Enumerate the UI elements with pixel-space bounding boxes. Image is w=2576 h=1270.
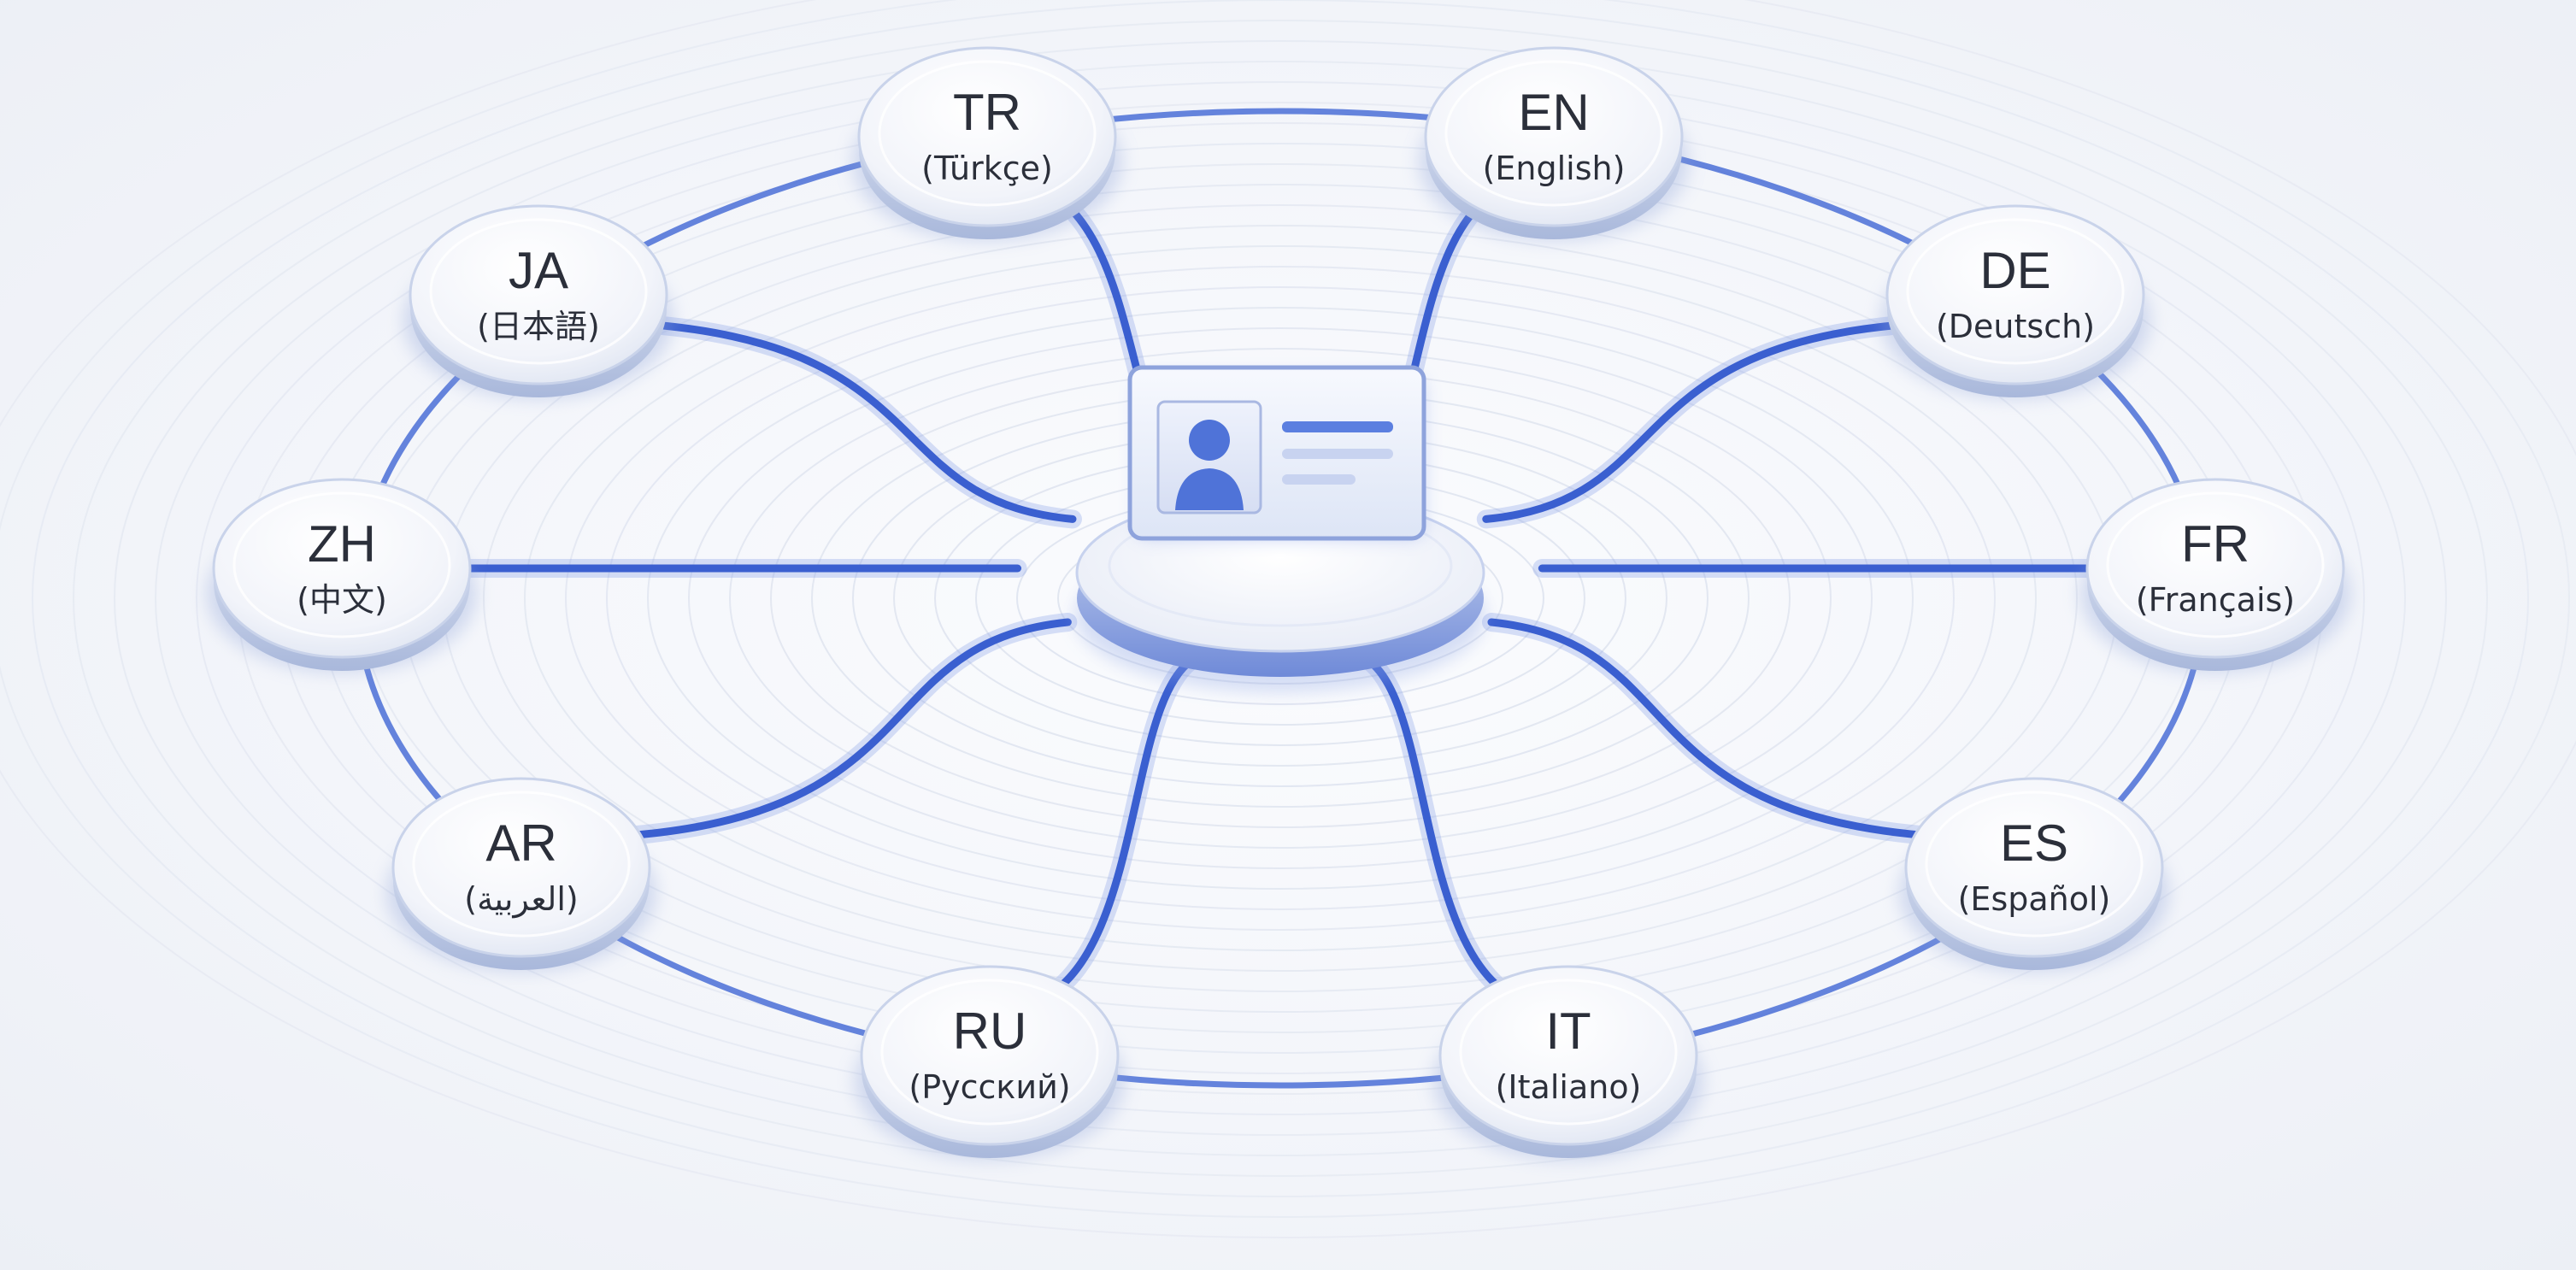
connector-line	[609, 318, 1077, 523]
id-card-icon	[1127, 365, 1426, 541]
language-node-ru[interactable]: RU (Русский)	[855, 965, 1125, 1160]
language-node-ja[interactable]: JA (日本語)	[403, 204, 673, 399]
language-name: (Español)	[1958, 880, 2111, 918]
connector-line	[1487, 618, 1963, 842]
connector-line	[593, 618, 1072, 842]
language-name: (العربية)	[464, 880, 579, 919]
language-node-de[interactable]: DE (Deutsch)	[1880, 204, 2150, 399]
language-name: (Deutsch)	[1936, 308, 2095, 345]
language-name: (日本語)	[477, 308, 600, 345]
connector-line	[1482, 318, 1946, 523]
language-node-en[interactable]: EN (English)	[1419, 46, 1689, 241]
language-code: JA	[509, 242, 568, 299]
language-code: ES	[2000, 814, 2068, 872]
language-nodes: TR (Türkçe) EN (English) DE (Deutsch) FR (Franç…	[207, 46, 2350, 1160]
language-code: RU	[953, 1002, 1027, 1060]
language-name: (中文)	[297, 581, 387, 619]
language-code: TR	[953, 84, 1021, 141]
language-name: (English)	[1483, 150, 1626, 187]
language-code: EN	[1518, 84, 1589, 141]
language-code: AR	[485, 814, 556, 872]
language-name: (Türkçe)	[921, 150, 1053, 187]
language-name: (Français)	[2136, 581, 2295, 619]
language-node-es[interactable]: ES (Español)	[1899, 777, 2169, 972]
language-node-zh[interactable]: ZH (中文)	[207, 478, 477, 673]
connector-glow	[1476, 313, 1951, 529]
language-name: (Русский)	[909, 1068, 1070, 1106]
language-node-it[interactable]: IT (Italiano)	[1433, 965, 1703, 1160]
connector-line	[1015, 652, 1203, 1011]
language-code: IT	[1545, 1002, 1591, 1060]
language-name: (Italiano)	[1496, 1068, 1642, 1106]
language-code: DE	[1979, 242, 2050, 299]
language-code: FR	[2181, 515, 2250, 573]
language-code: ZH	[308, 515, 376, 573]
language-node-fr[interactable]: FR (Français)	[2080, 478, 2350, 673]
language-node-ar[interactable]: AR (العربية)	[386, 777, 656, 972]
language-node-tr[interactable]: TR (Türkçe)	[852, 46, 1122, 241]
